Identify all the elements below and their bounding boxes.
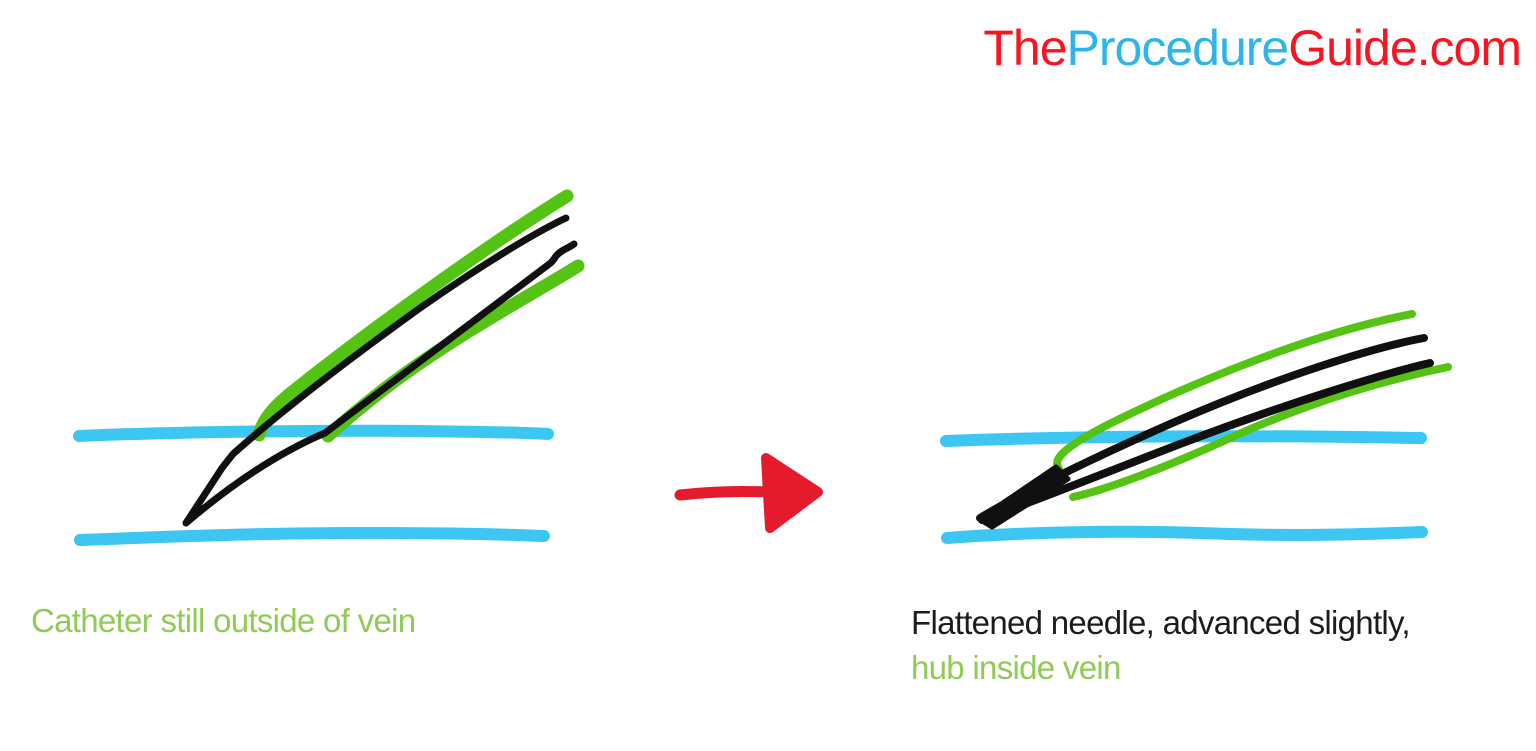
arrow-right-icon bbox=[674, 453, 823, 533]
logo-segment-guide-com: Guide.com bbox=[1288, 20, 1522, 76]
left-needle-upper-edge-line bbox=[182, 214, 570, 527]
right-vein-top-wall-line bbox=[940, 430, 1427, 447]
right-catheter-upper-line bbox=[1053, 310, 1416, 473]
logo-segment-the: The bbox=[983, 20, 1067, 76]
right-vein-bottom-wall-line bbox=[941, 525, 1428, 544]
left-needle-lower-edge-line bbox=[182, 240, 578, 527]
right-figure-caption: Flattened needle, advanced slightly, hub… bbox=[911, 600, 1411, 690]
arrow-shaft bbox=[674, 485, 774, 501]
figure-catheter-outside-vein bbox=[73, 189, 585, 546]
site-logo: TheProcedureGuide.com bbox=[983, 20, 1522, 76]
left-figure-caption: Catheter still outside of vein bbox=[31, 602, 416, 639]
left-vein-top-wall-line bbox=[73, 424, 554, 442]
arrow-head bbox=[761, 453, 823, 533]
left-catheter-upper-line bbox=[252, 189, 574, 442]
right-needle-lower-edge-line bbox=[978, 359, 1434, 524]
right-needle-upper-edge-line bbox=[976, 334, 1428, 522]
right-catheter-lower-line bbox=[1069, 363, 1452, 501]
logo-segment-procedure: Procedure bbox=[1066, 20, 1290, 76]
right-figure-caption-line2: hub inside vein bbox=[911, 649, 1121, 686]
right-figure-caption-line1: Flattened needle, advanced slightly, bbox=[911, 604, 1411, 641]
figure-flattened-needle-in-vein bbox=[940, 310, 1452, 544]
left-vein-bottom-wall-line bbox=[74, 527, 550, 546]
